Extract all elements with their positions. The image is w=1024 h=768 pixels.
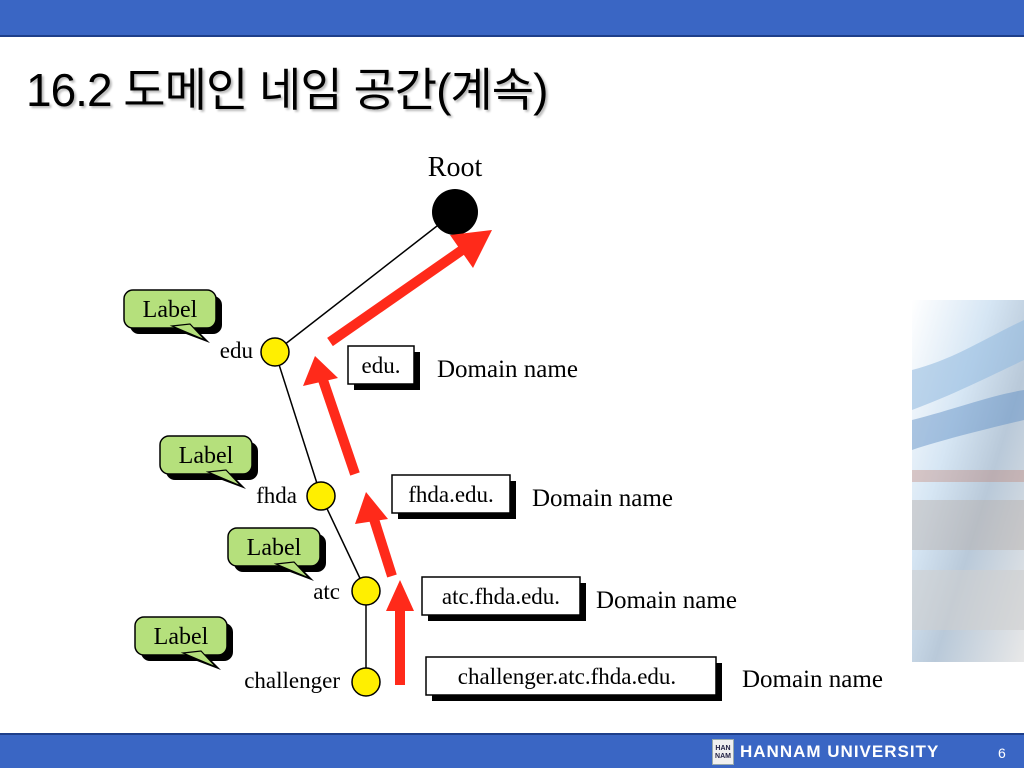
callout-text: Label — [143, 297, 198, 323]
domain-text: atc.fhda.edu. — [442, 584, 560, 609]
arrow-atc-to-fhda — [368, 514, 397, 578]
bottom-divider — [0, 733, 1024, 735]
domain-box-fhda: fhda.edu. — [391, 474, 516, 519]
domain-caption-challenger: Domain name — [742, 666, 883, 693]
page-number: 6 — [998, 745, 1006, 761]
domain-text: edu. — [362, 353, 401, 378]
arrow-head-root — [450, 230, 492, 268]
callout-edu: Label — [123, 289, 222, 343]
footer-brand: HANNAM UNIVERSITY — [740, 742, 940, 761]
arrow-head-atc — [386, 580, 414, 611]
callout-text: Label — [154, 624, 209, 650]
node-label-challenger: challenger — [244, 668, 340, 693]
domain-text: fhda.edu. — [408, 482, 494, 507]
callout-atc: Label — [227, 527, 326, 581]
edge-root-edu — [274, 211, 456, 353]
arrow-head-edu — [303, 356, 338, 386]
edge-fhda-atc — [320, 495, 367, 592]
slide-title: 16.2 도메인 네임 공간(계속) — [26, 64, 548, 116]
top-bar — [0, 0, 1024, 35]
callout-text: Label — [179, 443, 234, 469]
node-label-fhda: fhda — [256, 483, 297, 508]
node-challenger — [351, 667, 381, 697]
root-node — [432, 189, 478, 235]
root-label: Root — [428, 152, 483, 183]
arrow-head-fhda — [355, 492, 388, 524]
node-atc — [351, 576, 381, 606]
university-logo-icon: HAN NAM — [712, 739, 734, 765]
node-label-atc: atc — [313, 579, 340, 604]
top-divider — [0, 35, 1024, 37]
callout-challenger: Label — [134, 616, 233, 670]
node-fhda — [306, 481, 336, 511]
domain-caption-fhda: Domain name — [532, 485, 673, 512]
domain-text: challenger.atc.fhda.edu. — [458, 664, 676, 689]
domain-box-challenger: challenger.atc.fhda.edu. — [425, 656, 722, 701]
background-decoration — [912, 300, 1024, 662]
callout-fhda: Label — [159, 435, 258, 489]
domain-box-atc: atc.fhda.edu. — [421, 576, 586, 621]
domain-caption-atc: Domain name — [596, 587, 737, 614]
domain-caption-edu: Domain name — [437, 356, 578, 383]
logo-text: HAN NAM — [715, 745, 731, 760]
callout-text: Label — [247, 535, 302, 561]
arrow-fhda-to-edu — [318, 378, 360, 476]
node-edu — [260, 337, 290, 367]
edge-edu-fhda — [274, 351, 322, 497]
footer-bar — [0, 735, 1024, 768]
domain-box-edu: edu. — [347, 345, 420, 390]
arrow-edu-to-root — [327, 243, 468, 347]
node-label-edu: edu — [220, 338, 254, 363]
